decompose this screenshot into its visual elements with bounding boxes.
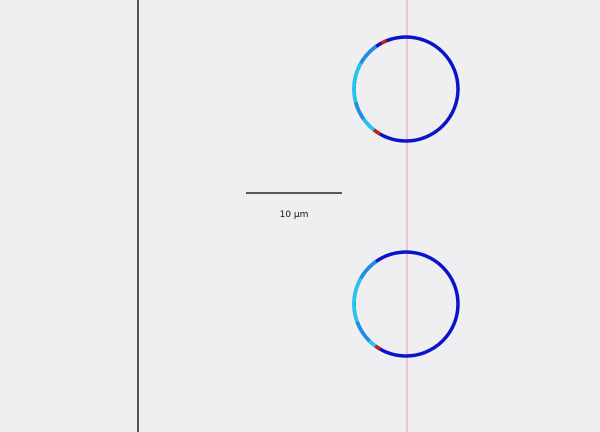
ring-segment (352, 277, 363, 323)
ring-segment (380, 39, 388, 45)
ring-segment (355, 321, 371, 343)
cell-ring-top (352, 35, 460, 143)
ring-segment (367, 339, 377, 348)
ring-segment (359, 259, 378, 279)
ring-segment (374, 344, 381, 351)
ring-segment (361, 117, 376, 132)
scale-bar-label: 10 μm (279, 210, 309, 220)
ring-segment (372, 128, 381, 136)
ring-segment (359, 44, 378, 64)
ring-segment (352, 62, 363, 103)
ring-segment (354, 101, 365, 120)
cell-ring-bottom (352, 250, 460, 358)
